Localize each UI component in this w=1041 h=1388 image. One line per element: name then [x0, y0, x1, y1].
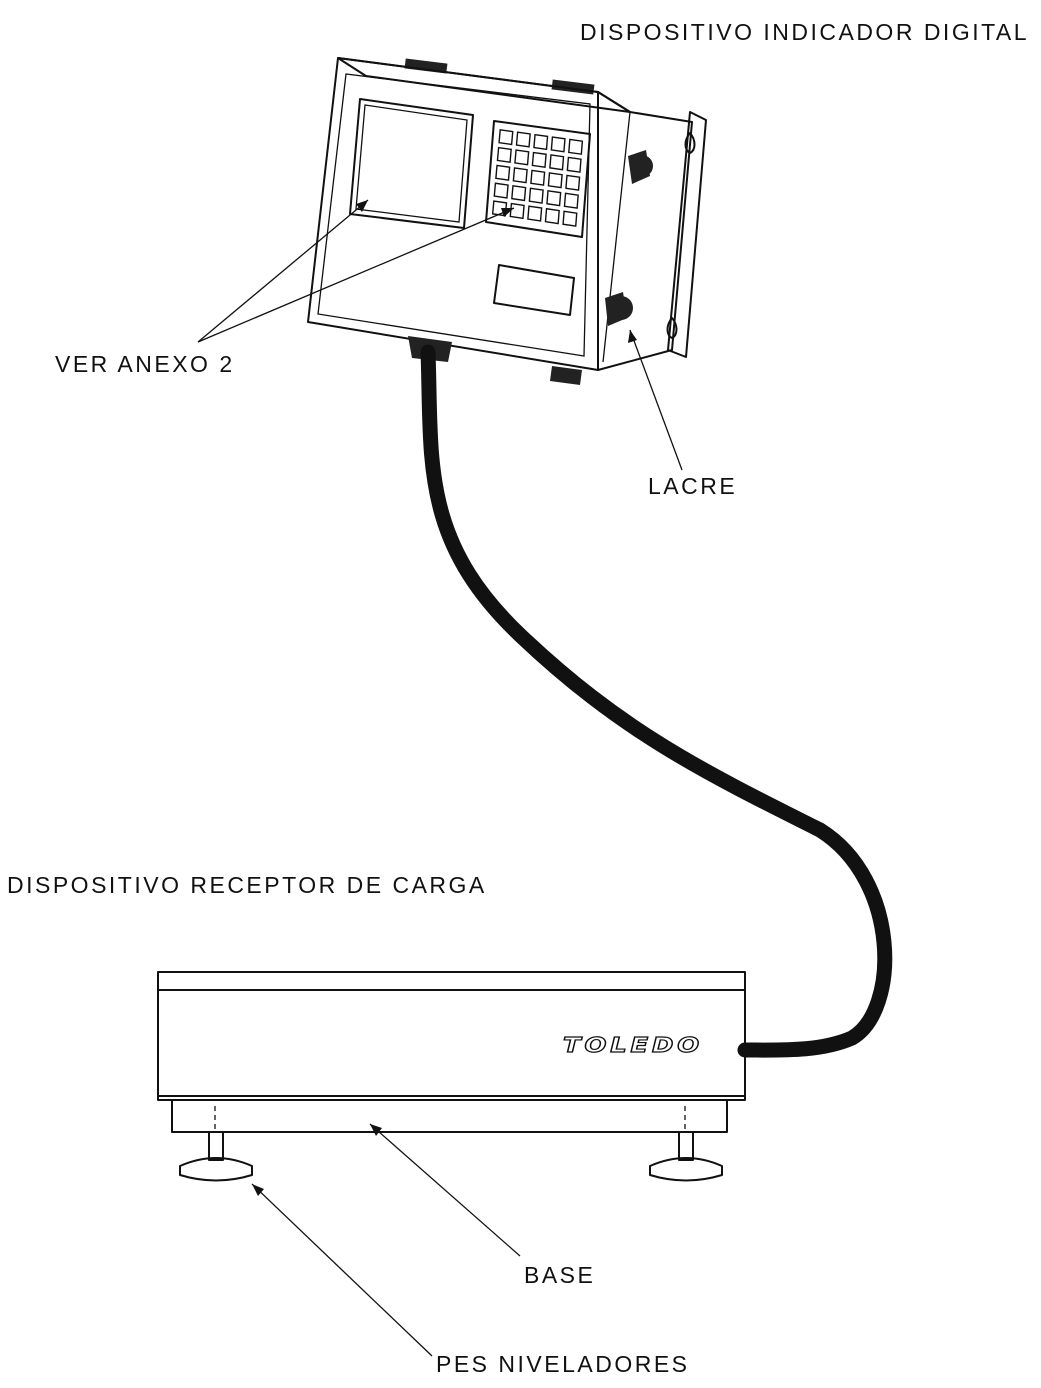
indicator-device	[307, 57, 707, 385]
keypad-key	[549, 154, 565, 171]
seal-screw-icon	[605, 150, 653, 326]
keypad-key	[568, 138, 584, 155]
load-receiver: TOLEDO	[157, 971, 746, 1182]
keypad-key	[514, 149, 530, 166]
keypad-key	[533, 133, 549, 151]
leader-lines	[197, 199, 683, 1357]
keypad-key	[515, 131, 531, 148]
keypad-key	[495, 164, 511, 181]
keypad-key	[550, 136, 566, 153]
keypad-key	[562, 210, 578, 227]
keypad-key	[565, 174, 581, 191]
label-receiver: DISPOSITIVO RECEPTOR DE CARGA	[7, 872, 487, 898]
label-indicator: DISPOSITIVO INDICADOR DIGITAL	[580, 19, 1029, 45]
keypad-key	[509, 202, 525, 220]
keypad-key	[493, 182, 509, 199]
label-seal: LACRE	[648, 473, 737, 499]
brand-logo: TOLEDO	[563, 1033, 703, 1057]
label-leveling-feet: PES NIVELADORES	[436, 1351, 690, 1377]
keypad-key	[531, 151, 547, 168]
keypad-key	[547, 172, 563, 189]
keypad-key	[496, 146, 512, 164]
label-base: BASE	[524, 1262, 595, 1288]
keypad-key	[544, 207, 560, 225]
leveling-foot-right	[649, 1106, 723, 1182]
keypad-key	[530, 169, 546, 186]
label-see-annex: VER ANEXO 2	[55, 351, 235, 377]
keypad-key	[512, 167, 528, 184]
keypad-key	[528, 187, 544, 204]
keypad-key	[498, 129, 514, 146]
connection-cable	[420, 344, 893, 1058]
keypad-key	[563, 192, 579, 209]
leveling-foot-left	[179, 1106, 253, 1182]
keypad	[485, 120, 591, 238]
keypad-key	[511, 184, 527, 202]
keypad-key	[566, 156, 582, 173]
keypad-key	[527, 205, 543, 222]
keypad-key	[546, 190, 562, 207]
